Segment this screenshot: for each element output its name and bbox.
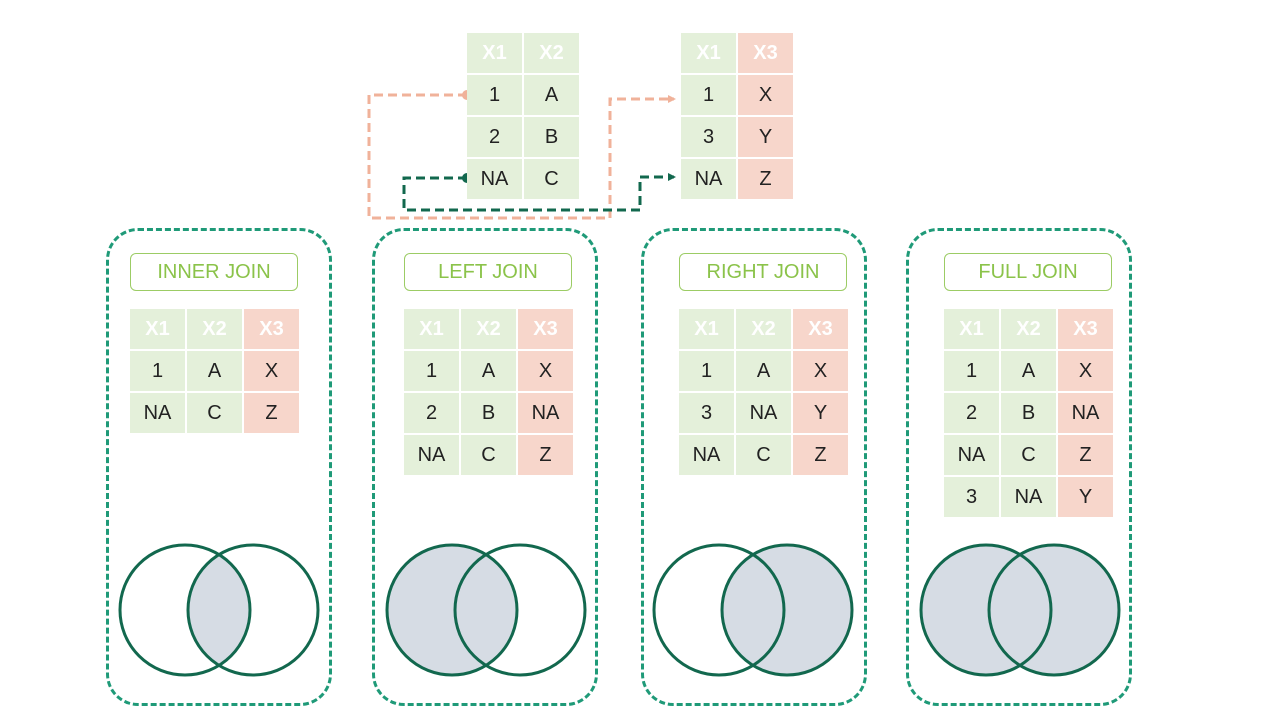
venn-diagram-3 [919, 543, 1121, 677]
join-0-cell: X [244, 351, 299, 391]
join-3-cell: Y [1058, 477, 1113, 517]
join-1-cell: X [518, 351, 573, 391]
join-3-header-x3: X3 [1058, 309, 1113, 349]
join-3-cell: X [1058, 351, 1113, 391]
join-2-cell: 3 [679, 393, 734, 433]
join-1-cell: 2 [404, 393, 459, 433]
join-2-cell: Z [793, 435, 848, 475]
full-join-panel [906, 228, 1132, 706]
source-left-cell: 1 [467, 75, 522, 115]
join-0-cell: A [187, 351, 242, 391]
join-1-header-x2: X2 [461, 309, 516, 349]
join-1-cell: C [461, 435, 516, 475]
source-right-cell: 1 [681, 75, 736, 115]
join-1-header-x1: X1 [404, 309, 459, 349]
join-1-cell: NA [404, 435, 459, 475]
join-2-header-x1: X1 [679, 309, 734, 349]
join-2-cell: NA [679, 435, 734, 475]
join-2-header-x3: X3 [793, 309, 848, 349]
full-join-label: FULL JOIN [944, 253, 1112, 291]
venn-circle-right [987, 543, 1121, 677]
join-3-cell: 2 [944, 393, 999, 433]
venn-diagram-0 [118, 543, 320, 677]
join-3-cell: NA [944, 435, 999, 475]
source-right-cell: X [738, 75, 793, 115]
join-3-cell: NA [1001, 477, 1056, 517]
join-2-cell: 1 [679, 351, 734, 391]
inner-join-label: INNER JOIN [130, 253, 298, 291]
source-right-header-x1: X1 [681, 33, 736, 73]
join-1-cell: B [461, 393, 516, 433]
join-2-cell: Y [793, 393, 848, 433]
source-right-header-x3: X3 [738, 33, 793, 73]
join-3-cell: 3 [944, 477, 999, 517]
venn-circle-left [118, 543, 252, 677]
left-join-panel [372, 228, 598, 706]
source-left-cell: 2 [467, 117, 522, 157]
source-right-cell: NA [681, 159, 736, 199]
join-0-cell: Z [244, 393, 299, 433]
join-3-cell: Z [1058, 435, 1113, 475]
source-right-cell: Y [738, 117, 793, 157]
venn-circle-left [385, 543, 519, 677]
join-0-header-x1: X1 [130, 309, 185, 349]
join-0-cell: C [187, 393, 242, 433]
join-2-cell: X [793, 351, 848, 391]
source-right-cell: Z [738, 159, 793, 199]
join-2-cell: NA [736, 393, 791, 433]
join-1-cell: NA [518, 393, 573, 433]
join-3-cell: A [1001, 351, 1056, 391]
join-1-cell: A [461, 351, 516, 391]
venn-diagram-1 [385, 543, 587, 677]
venn-diagram-2 [652, 543, 854, 677]
join-3-cell: C [1001, 435, 1056, 475]
join-0-header-x3: X3 [244, 309, 299, 349]
join-1-header-x3: X3 [518, 309, 573, 349]
join-3-cell: B [1001, 393, 1056, 433]
venn-circle-right [453, 543, 587, 677]
source-left-header-x1: X1 [467, 33, 522, 73]
source-left-cell: C [524, 159, 579, 199]
join-2-cell: A [736, 351, 791, 391]
join-2-header-x2: X2 [736, 309, 791, 349]
source-left-cell: NA [467, 159, 522, 199]
venn-circle-left [919, 543, 1053, 677]
venn-circle-right [186, 543, 320, 677]
join-3-header-x2: X2 [1001, 309, 1056, 349]
join-1-cell: Z [518, 435, 573, 475]
venn-circle-right [720, 543, 854, 677]
join-0-cell: NA [130, 393, 185, 433]
source-left-cell: B [524, 117, 579, 157]
venn-circle-left [652, 543, 786, 677]
join-3-cell: 1 [944, 351, 999, 391]
join-0-header-x2: X2 [187, 309, 242, 349]
inner-join-panel [106, 228, 332, 706]
left-join-label: LEFT JOIN [404, 253, 572, 291]
right-join-label: RIGHT JOIN [679, 253, 847, 291]
join-1-cell: 1 [404, 351, 459, 391]
join-3-cell: NA [1058, 393, 1113, 433]
join-3-header-x1: X1 [944, 309, 999, 349]
source-right-cell: 3 [681, 117, 736, 157]
right-join-panel [641, 228, 867, 706]
join-2-cell: C [736, 435, 791, 475]
source-left-header-x2: X2 [524, 33, 579, 73]
source-left-cell: A [524, 75, 579, 115]
join-0-cell: 1 [130, 351, 185, 391]
